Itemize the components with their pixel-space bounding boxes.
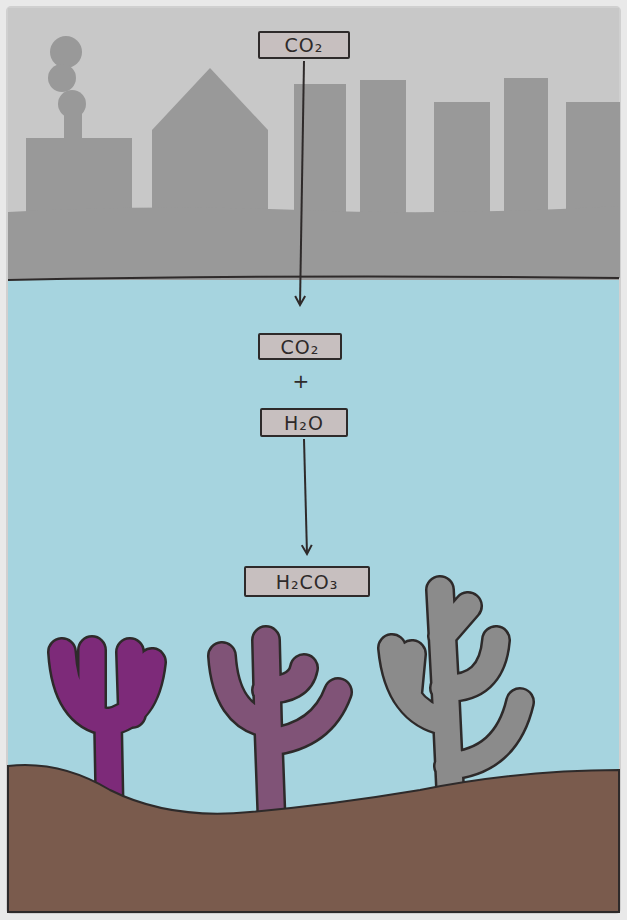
coral-mauve bbox=[222, 640, 338, 830]
smoke-puff bbox=[48, 64, 76, 92]
formula-text: H₂CO₃ bbox=[276, 571, 339, 593]
water-line bbox=[8, 276, 619, 280]
formula-box: CO₂ bbox=[258, 333, 342, 360]
reaction-arrow bbox=[304, 439, 307, 554]
formula-box: CO₂ bbox=[258, 31, 350, 59]
sky bbox=[8, 8, 619, 280]
ground-band bbox=[8, 206, 619, 280]
coral-mauve-outline bbox=[222, 640, 338, 830]
formula-box: H₂O bbox=[260, 408, 348, 437]
water bbox=[7, 7, 620, 913]
formula-text: CO₂ bbox=[281, 336, 320, 358]
formula-text: H₂O bbox=[284, 412, 324, 434]
plus-sign: + bbox=[293, 369, 310, 393]
smoke-puff bbox=[50, 36, 82, 68]
formula-text: CO₂ bbox=[285, 34, 324, 56]
city-skyline bbox=[8, 36, 620, 280]
formula-box: H₂CO₃ bbox=[244, 566, 370, 597]
reaction-arrow bbox=[300, 61, 304, 305]
seabed bbox=[8, 765, 619, 912]
